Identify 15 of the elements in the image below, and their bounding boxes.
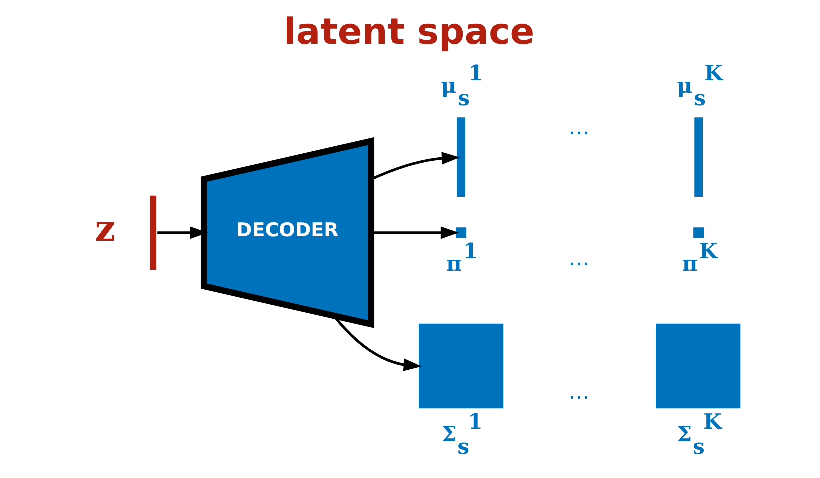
node-box [656,324,740,409]
label: … [568,246,590,271]
label: … [568,379,590,404]
arrow [157,226,208,240]
label: … [568,114,590,140]
node-bar [694,118,703,197]
diagram-title: latent space [284,12,534,54]
node-box [693,228,704,238]
node-bar [456,118,466,197]
node-bar [150,196,156,270]
node-box [418,324,504,409]
node-box [456,228,466,238]
node-box: DECODER [200,137,374,328]
arrow [371,226,458,240]
node-label: z [94,208,116,250]
